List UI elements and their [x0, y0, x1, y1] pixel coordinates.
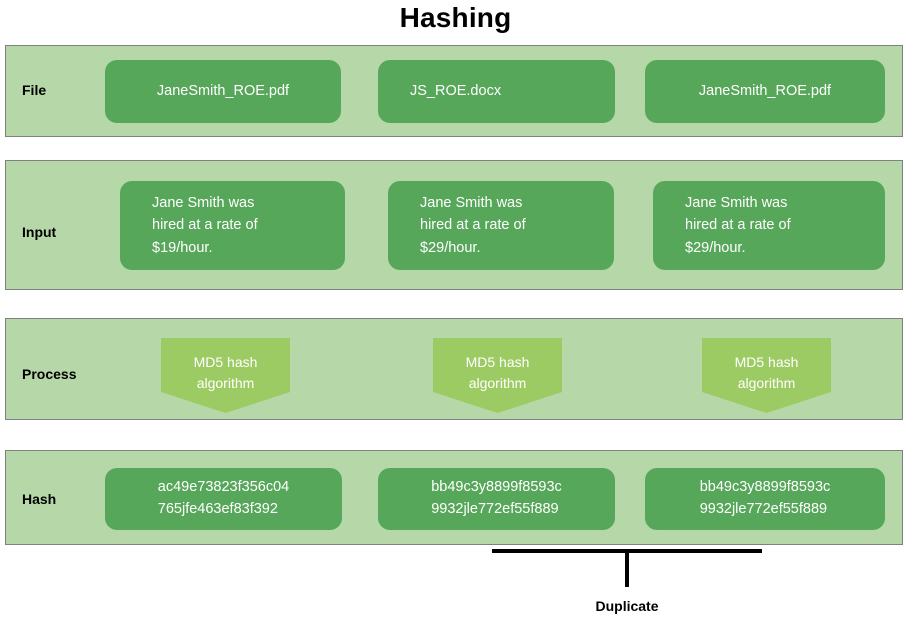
- file-card-3-text: JaneSmith_ROE.pdf: [698, 83, 832, 100]
- input-card-1[interactable]: Jane Smith was hired at a rate of $19/ho…: [120, 181, 345, 270]
- file-card-2[interactable]: JS_ROE.docx: [378, 60, 615, 123]
- page-title: Hashing: [399, 2, 512, 33]
- hash-card-1-text: ac49e73823f356c04 765jfe463ef83f392: [157, 479, 290, 517]
- row-label-input: Input: [22, 224, 57, 240]
- process-shape-3-text: MD5 hash algorithm: [734, 354, 799, 391]
- hash-card-3-text: bb49c3y8899f8593c 9932jle772ef55f889: [699, 479, 831, 517]
- hash-card-2-text: bb49c3y8899f8593c 9932jle772ef55f889: [431, 479, 562, 517]
- input-card-2[interactable]: Jane Smith was hired at a rate of $29/ho…: [388, 181, 614, 270]
- input-card-2-text: Jane Smith was hired at a rate of $29/ho…: [420, 194, 526, 256]
- row-label-file: File: [22, 82, 47, 98]
- hash-card-1[interactable]: ac49e73823f356c04 765jfe463ef83f392: [105, 468, 342, 530]
- input-card-1-text: Jane Smith was hired at a rate of $19/ho…: [152, 194, 258, 256]
- duplicate-label: Duplicate: [595, 598, 659, 614]
- process-shape-1-text: MD5 hash algorithm: [193, 354, 258, 391]
- file-card-1-text: JaneSmith_ROE.pdf: [156, 83, 290, 100]
- input-card-3[interactable]: Jane Smith was hired at a rate of $29/ho…: [653, 181, 885, 270]
- row-label-hash: Hash: [22, 491, 57, 507]
- file-card-1[interactable]: JaneSmith_ROE.pdf: [105, 60, 341, 123]
- file-card-2-text: JS_ROE.docx: [410, 83, 502, 100]
- input-card-3-text: Jane Smith was hired at a rate of $29/ho…: [685, 194, 791, 256]
- file-card-3[interactable]: JaneSmith_ROE.pdf: [645, 60, 885, 123]
- hash-card-2[interactable]: bb49c3y8899f8593c 9932jle772ef55f889: [378, 468, 615, 530]
- row-label-process: Process: [22, 366, 77, 382]
- hash-card-3[interactable]: bb49c3y8899f8593c 9932jle772ef55f889: [645, 468, 885, 530]
- duplicate-bracket-stem: [625, 549, 629, 587]
- process-shape-2-text: MD5 hash algorithm: [465, 354, 530, 391]
